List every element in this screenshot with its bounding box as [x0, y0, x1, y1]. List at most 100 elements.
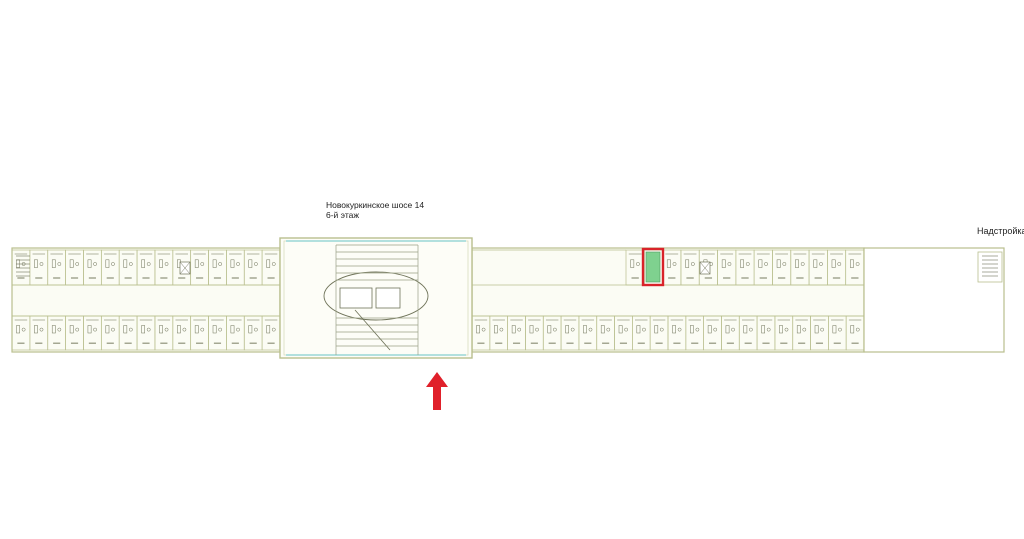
fixture-icon [194, 259, 199, 268]
fixture-icon [254, 327, 258, 332]
fixture-icon [677, 327, 682, 332]
fixture-icon [481, 327, 486, 332]
fixture-icon [159, 259, 163, 268]
fixture-icon [236, 327, 240, 332]
fixture-icon [547, 325, 552, 334]
central-stairwell [323, 244, 429, 355]
fixture-icon [39, 262, 44, 266]
fixture-icon [123, 259, 128, 268]
fixture-icon [820, 327, 824, 332]
right-top-room [845, 249, 865, 286]
fixture-icon [606, 327, 611, 332]
fixture-icon [802, 327, 807, 332]
fixture-icon [819, 262, 823, 266]
fixture-icon [182, 327, 187, 332]
fixture-icon [776, 259, 781, 268]
fixture-icon [713, 327, 718, 332]
fixture-icon [212, 259, 217, 268]
fixture-icon [814, 325, 819, 334]
fixture-icon [230, 259, 235, 268]
fixture-icon [39, 327, 44, 332]
fixture-icon [87, 259, 92, 268]
selected-room-fill [645, 251, 661, 283]
fixture-icon [666, 259, 671, 268]
fixture-icon [111, 262, 115, 266]
fixture-icon [690, 262, 695, 266]
fixture-icon [266, 325, 271, 334]
fixture-icon [87, 325, 92, 334]
fixture-icon [254, 262, 258, 266]
fixture-icon [642, 327, 646, 332]
building-walls [11, 237, 1005, 359]
fixture-icon [128, 262, 133, 266]
fixture-icon [93, 327, 97, 332]
lift-block [339, 287, 373, 309]
fixture-icon [850, 259, 854, 268]
fixture-icon [600, 325, 605, 334]
fixture-icon [721, 259, 726, 268]
fixture-icon [93, 262, 97, 266]
fixture-icon [690, 325, 694, 334]
fixture-icon [111, 327, 115, 332]
arrow-up-icon [426, 372, 448, 410]
fixture-icon [164, 262, 169, 266]
fixture-icon [654, 325, 659, 334]
fixture-icon [749, 327, 753, 332]
selected-room[interactable] [641, 247, 665, 287]
fixture-icon [570, 327, 575, 332]
shaft-cross [699, 261, 711, 275]
fixture-icon [476, 325, 480, 334]
floor-label: 6-й этаж [326, 210, 360, 220]
fixture-icon [230, 325, 235, 334]
fixture-icon [707, 325, 712, 334]
fixture-icon [672, 262, 677, 266]
fixture-icon [271, 327, 276, 332]
fixture-icon [105, 259, 110, 268]
fixture-icon [51, 325, 56, 334]
fixture-icon [141, 325, 145, 334]
fixture-icon [695, 327, 700, 332]
shaft-cross [179, 261, 191, 275]
right-bottom-room [845, 315, 865, 351]
fixture-icon [271, 262, 276, 266]
fixture-icon [630, 259, 635, 268]
fixture-icon [784, 327, 789, 332]
central-hall-outline [323, 271, 429, 321]
fixture-icon [511, 325, 516, 334]
fixture-icon [177, 325, 181, 334]
fixture-icon [685, 259, 690, 268]
fixture-icon [159, 325, 163, 334]
fixture-icon [766, 327, 771, 332]
fixture-icon [838, 327, 842, 332]
fixture-icon [583, 325, 587, 334]
fixture-icon [164, 327, 169, 332]
fixture-icon [236, 262, 240, 266]
fixture-icon [672, 325, 676, 334]
fixture-icon [636, 262, 640, 266]
fixture-icon [855, 327, 860, 332]
fixture-icon [831, 259, 836, 268]
fixture-icon [69, 259, 74, 268]
fixture-icon [141, 259, 145, 268]
fixture-icon [850, 325, 855, 334]
fixture-icon [837, 262, 842, 266]
fixture-icon [75, 327, 80, 332]
fixture-icon [105, 325, 110, 334]
fixture-icon [200, 327, 205, 332]
fixture-icon [75, 262, 80, 266]
fixture-icon [517, 327, 522, 332]
fixture-icon [796, 325, 801, 334]
room-cells [11, 249, 865, 351]
fixture-icon [636, 325, 641, 334]
selected-room-highlight [641, 247, 665, 287]
left-bottom-room [261, 315, 281, 351]
fixture-icon [34, 259, 38, 268]
fixture-icon [800, 262, 805, 266]
fixture-icon [34, 325, 38, 334]
fixture-icon [588, 327, 593, 332]
fixture-icon [218, 327, 223, 332]
fixture-icon [764, 262, 768, 266]
fixture-icon [16, 325, 20, 334]
stair-diagonal [354, 309, 391, 351]
